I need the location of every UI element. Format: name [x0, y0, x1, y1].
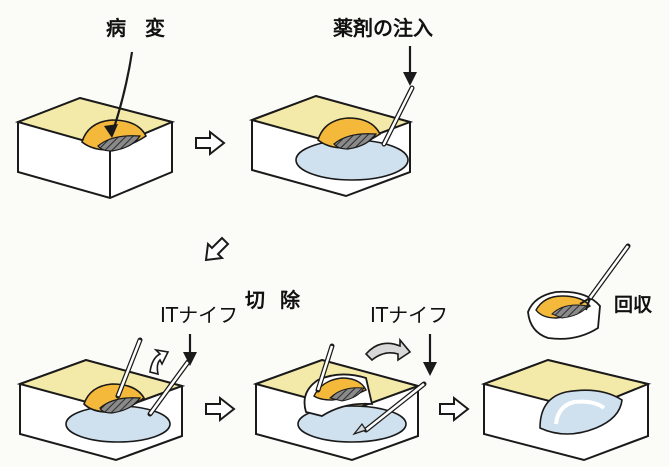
resection-wound	[539, 389, 623, 435]
label-resection: 切 除	[245, 288, 304, 312]
panel-injection	[248, 46, 417, 198]
curved-lift-arrow-icon	[364, 337, 412, 362]
block-arrow-right-icon	[439, 395, 470, 423]
lesion-mass	[317, 117, 382, 150]
label-it-knife: ITナイフ	[160, 303, 239, 327]
panel-retrieval	[480, 243, 652, 462]
label-it-knife: ITナイフ	[370, 303, 449, 327]
injection-needle	[381, 85, 415, 147]
curved-lift-arrow-icon	[149, 348, 170, 376]
it-knife-instrument	[315, 343, 427, 436]
block-arrow-down-left-icon	[204, 236, 230, 262]
panel-dissection	[252, 334, 437, 462]
label-drug-injection: 薬剤の注入	[333, 16, 433, 40]
block-arrow-right-icon	[195, 129, 226, 157]
panel-lesion	[14, 51, 176, 200]
it-knife-instrument	[115, 337, 191, 417]
panel-incision	[16, 334, 197, 462]
lesion-mass	[83, 383, 146, 414]
lesion-mass	[81, 119, 148, 152]
label-retrieval: 回収	[614, 294, 653, 316]
label-lesion: 病 変	[106, 16, 171, 40]
grasping-forceps	[579, 243, 631, 311]
block-arrow-right-icon	[205, 395, 236, 423]
